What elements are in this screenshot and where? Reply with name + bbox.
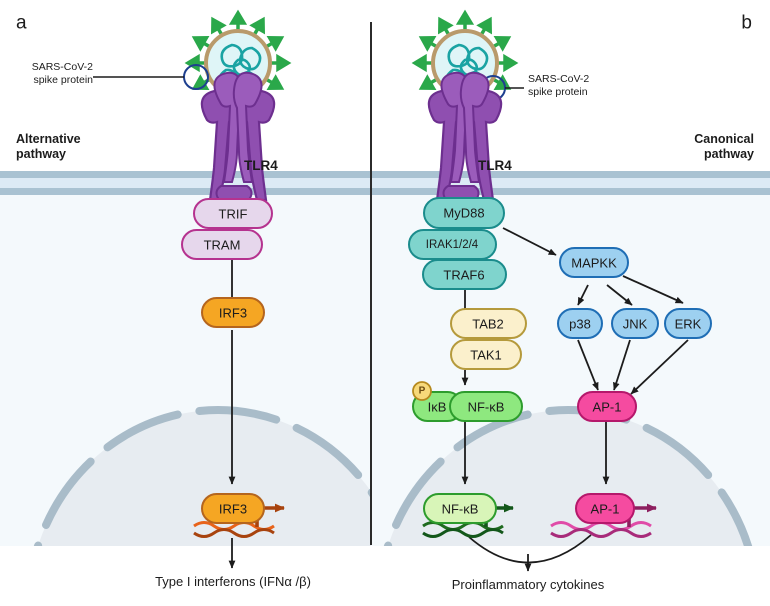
node-trif[interactable]: TRIF xyxy=(193,198,273,229)
tlr4-right-monomer-4 xyxy=(459,71,490,183)
right-pathway-connectors xyxy=(461,227,689,572)
spike-callout-left-line2: spike protein xyxy=(33,74,93,86)
node-myd88-shape[interactable] xyxy=(423,197,505,229)
dna-strand-pink-2 xyxy=(550,528,652,538)
node-jnk[interactable]: JNK xyxy=(611,308,659,339)
arrow-myd88-to-mapkk xyxy=(502,227,557,256)
tlr4-left-monomer-4 xyxy=(232,71,263,183)
arrow-jnk-to-ap1 xyxy=(613,339,631,391)
spike-callout-left-line1: SARS-CoV-2 xyxy=(32,61,93,73)
arrow-mapkk-to-erk xyxy=(622,275,684,304)
node-erk[interactable]: ERK xyxy=(664,308,712,339)
spike-callout-right-line2: spike protein xyxy=(528,86,588,98)
node-ap1-cytoplasm[interactable]: AP-1 xyxy=(577,391,637,422)
node-p38[interactable]: p38 xyxy=(557,308,603,339)
phospho-badge-label: P xyxy=(419,386,426,397)
tlr4-label-right: TLR4 xyxy=(478,158,512,173)
spike-callout-right-line1: SARS-CoV-2 xyxy=(528,73,589,85)
pathway-label-left-line1: Alternative xyxy=(16,132,81,146)
tlr4-label-left: TLR4 xyxy=(244,158,278,173)
node-traf6-shape[interactable] xyxy=(422,259,507,290)
membrane-outer-leaflet xyxy=(0,171,770,178)
membrane-inner-leaflet xyxy=(0,188,770,195)
arrow-mapkk-to-jnk xyxy=(606,284,633,306)
arrow-mapkk-to-p38 xyxy=(577,284,589,306)
convergence-curve-cytokines xyxy=(468,534,592,564)
node-irf3-nuclear-shape[interactable] xyxy=(201,493,265,524)
nucleus-left xyxy=(33,406,371,546)
node-irf3-shape[interactable] xyxy=(201,297,265,328)
pathway-label-right-line2: pathway xyxy=(704,147,754,161)
plasma-membrane xyxy=(0,171,770,195)
panel-letter-b: b xyxy=(741,13,752,34)
node-myd88[interactable]: MyD88 xyxy=(423,197,505,229)
phospho-badge-icon xyxy=(412,381,432,401)
membrane-core xyxy=(0,178,770,188)
node-mapkk[interactable]: MAPKK xyxy=(559,247,629,278)
pathway-label-left-line2: pathway xyxy=(16,147,66,161)
node-trif-shape[interactable] xyxy=(193,198,273,229)
node-irak[interactable]: IRAK1/2/4 xyxy=(408,229,497,260)
nucleus-left-envelope xyxy=(33,406,371,546)
node-nfkb-nuclear-shape[interactable] xyxy=(423,493,497,524)
arrow-p38-to-ap1 xyxy=(577,339,599,391)
virus-left-spike-callout: SARS-CoV-2 spike protein xyxy=(32,61,209,90)
nucleus-left-body xyxy=(38,410,371,546)
arrow-erk-to-ap1 xyxy=(630,339,689,395)
node-irf3-cytoplasm[interactable]: IRF3 xyxy=(201,297,265,328)
node-erk-shape[interactable] xyxy=(664,308,712,339)
node-irak-shape[interactable] xyxy=(408,229,497,260)
tlr4-receptor-right: TLR4 xyxy=(427,71,512,205)
node-ap1-nuclear-shape[interactable] xyxy=(575,493,635,524)
pathway-label-left: Alternative pathway xyxy=(16,132,81,161)
pathway-label-right: Canonical pathway xyxy=(694,132,754,161)
outcome-label-right: Proinflammatory cytokines xyxy=(452,577,605,592)
tlr4-receptor-left: TLR4 xyxy=(200,71,278,205)
node-tak1-shape[interactable] xyxy=(450,339,522,370)
node-tab2-shape[interactable] xyxy=(450,308,527,339)
dna-strand-green-2 xyxy=(422,528,504,538)
outcome-label-left: Type I interferons (IFNα /β) xyxy=(155,574,311,589)
node-tram[interactable]: TRAM xyxy=(181,229,263,260)
node-ap1-shape[interactable] xyxy=(577,391,637,422)
node-tak1[interactable]: TAK1 xyxy=(450,339,522,370)
pathway-label-right-line1: Canonical xyxy=(694,132,754,146)
node-jnk-shape[interactable] xyxy=(611,308,659,339)
node-traf6[interactable]: TRAF6 xyxy=(422,259,507,290)
node-tab2[interactable]: TAB2 xyxy=(450,308,527,339)
node-tram-shape[interactable] xyxy=(181,229,263,260)
node-mapkk-shape[interactable] xyxy=(559,247,629,278)
dna-strand-orange-2 xyxy=(193,528,275,538)
panel-letter-a: a xyxy=(16,13,27,34)
nucleus-right-envelope xyxy=(383,406,753,546)
node-nfkb-shape[interactable] xyxy=(449,391,523,422)
node-p38-shape[interactable] xyxy=(557,308,603,339)
